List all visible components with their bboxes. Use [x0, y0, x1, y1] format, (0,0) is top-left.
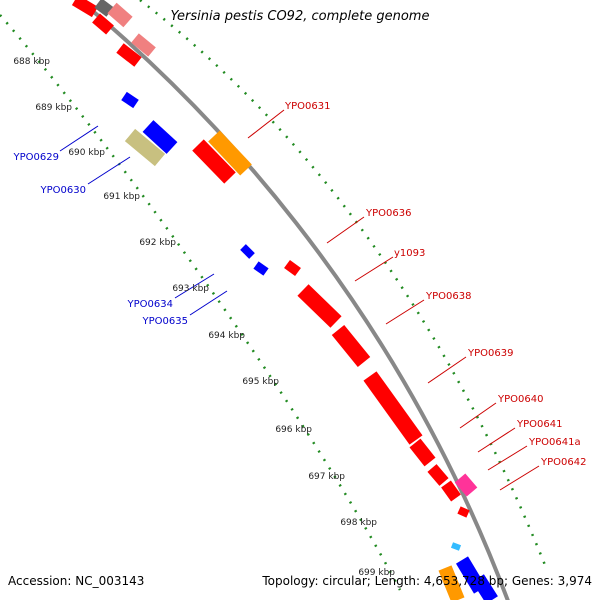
- genome-summary: Topology: circular; Length: 4,653,728 bp…: [262, 574, 592, 588]
- gene-label[interactable]: YPO0638: [425, 291, 471, 302]
- gene-feature[interactable]: [208, 130, 252, 176]
- gene-feature[interactable]: [297, 284, 342, 328]
- kbp-label: 689 kbp: [35, 103, 72, 113]
- gene-feature[interactable]: [131, 33, 156, 57]
- gene-feature[interactable]: [331, 324, 371, 368]
- leader-line: [174, 273, 215, 299]
- gene-label[interactable]: YPO0630: [40, 185, 86, 196]
- gene-label[interactable]: YPO0629: [13, 152, 59, 163]
- gene-label[interactable]: YPO0641: [516, 419, 562, 430]
- leader-line: [247, 109, 285, 139]
- leader-line: [326, 216, 365, 244]
- leader-line: [499, 465, 540, 491]
- kbp-label: 698 kbp: [340, 518, 377, 528]
- kbp-label: 694 kbp: [208, 331, 245, 341]
- gene-label[interactable]: YPO0631: [284, 101, 330, 112]
- gene-label[interactable]: YPO0639: [467, 348, 513, 359]
- label-leader-lines: [59, 109, 540, 491]
- gene-feature[interactable]: [124, 128, 166, 167]
- leader-line: [459, 402, 497, 429]
- leader-line: [354, 256, 394, 282]
- gene-label[interactable]: YPO0635: [142, 316, 188, 327]
- gene-feature[interactable]: [284, 259, 301, 277]
- gene-feature[interactable]: [121, 91, 139, 109]
- leader-line: [87, 156, 131, 185]
- leader-line: [59, 125, 99, 152]
- gene-feature[interactable]: [192, 139, 236, 184]
- kbp-label: 699 kbp: [358, 568, 395, 578]
- leader-line: [477, 427, 516, 453]
- gene-feature[interactable]: [438, 565, 465, 600]
- gene-feature[interactable]: [441, 480, 461, 502]
- tick-marks: [0, 0, 547, 591]
- kbp-label: 697 kbp: [308, 472, 345, 482]
- gene-feature[interactable]: [142, 120, 178, 154]
- kbp-label: 691 kbp: [103, 192, 140, 202]
- gene-feature[interactable]: [71, 0, 99, 18]
- gene-feature[interactable]: [253, 261, 269, 276]
- leader-line: [385, 299, 425, 325]
- gene-feature[interactable]: [107, 2, 133, 28]
- gene-label[interactable]: YPO0641a: [528, 437, 581, 448]
- leader-line: [189, 290, 228, 316]
- gene-feature[interactable]: [363, 371, 423, 445]
- gene-label[interactable]: YPO0634: [127, 299, 173, 310]
- map-title: Yersinia pestis CO92, complete genome: [170, 9, 430, 24]
- gene-feature[interactable]: [92, 13, 114, 35]
- kbp-label: 692 kbp: [139, 238, 176, 248]
- gene-features: [71, 0, 498, 600]
- accession-label: Accession: NC_003143: [8, 574, 145, 588]
- gene-feature[interactable]: [409, 438, 436, 467]
- gene-feature[interactable]: [457, 506, 470, 518]
- gene-feature[interactable]: [116, 43, 142, 67]
- inner-tick-row: [0, 14, 402, 591]
- gene-feature[interactable]: [450, 542, 462, 551]
- gene-feature[interactable]: [94, 0, 114, 17]
- kbp-label: 695 kbp: [242, 377, 279, 387]
- gene-feature[interactable]: [472, 574, 498, 600]
- leader-line: [487, 445, 528, 471]
- gene-feature[interactable]: [427, 464, 449, 486]
- kbp-label: 696 kbp: [275, 425, 312, 435]
- outer-tick-row: [139, 0, 547, 566]
- gene-feature[interactable]: [454, 473, 478, 497]
- kbp-label: 690 kbp: [68, 148, 105, 158]
- leader-line: [427, 356, 467, 384]
- kbp-label: 693 kbp: [172, 284, 209, 294]
- gene-label[interactable]: YPO0636: [365, 208, 411, 219]
- gene-feature[interactable]: [240, 244, 255, 259]
- kbp-label: 688 kbp: [13, 57, 50, 67]
- gene-label[interactable]: YPO0642: [540, 457, 586, 468]
- gene-label[interactable]: y1093: [394, 248, 425, 259]
- gene-label[interactable]: YPO0640: [497, 394, 543, 405]
- labels: 688 kbp 689 kbp 690 kbp 691 kbp 692 kbp 693 k…: [13, 57, 587, 578]
